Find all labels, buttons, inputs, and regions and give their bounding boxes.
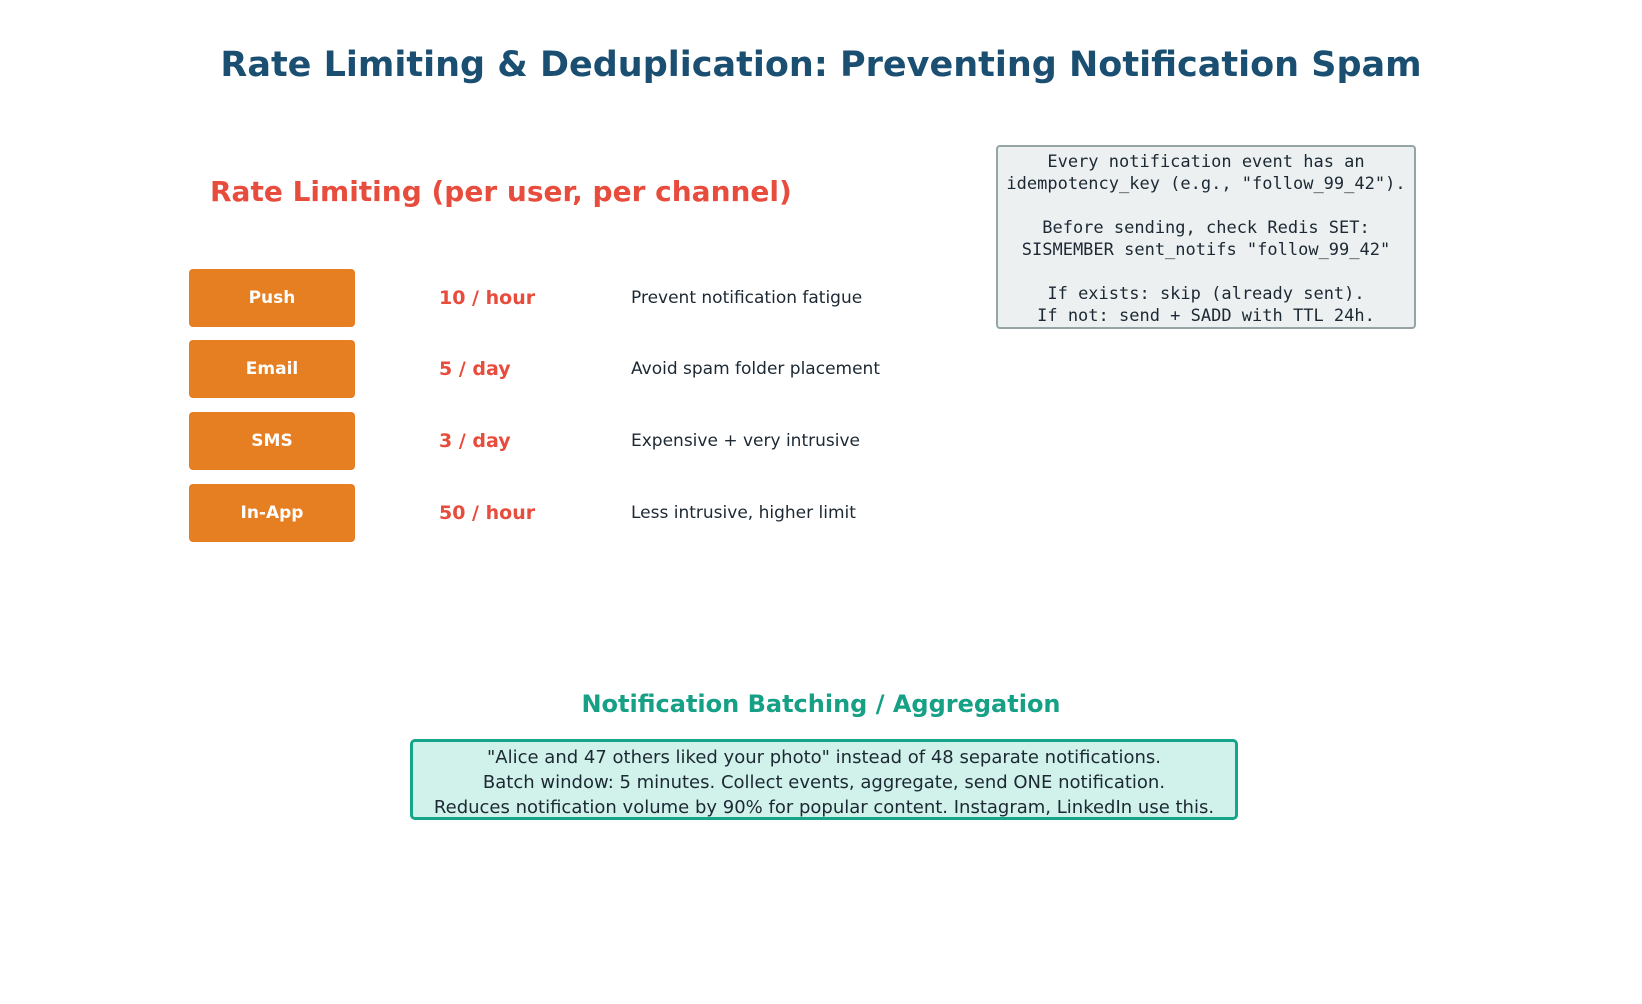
rate-limit-reason-sms: Expensive + very intrusive [631,431,860,451]
rate-limit-row-sms: SMS 3 / day Expensive + very intrusive [189,412,949,470]
channel-label-in-app: In-App [189,484,355,542]
batching-heading: Notification Batching / Aggregation [581,690,1061,718]
rate-limit-value-in-app: 50 / hour [439,502,536,524]
deduplication-note-box: Every notification event has an idempote… [996,145,1416,329]
batching-line-example: "Alice and 47 others liked your photo" i… [487,747,1161,768]
rate-limit-value-sms: 3 / day [439,430,511,452]
rate-limit-row-push: Push 10 / hour Prevent notification fati… [189,269,949,327]
batching-line-impact: Reduces notification volume by 90% for p… [433,797,1215,818]
rate-limit-row-email: Email 5 / day Avoid spam folder placemen… [189,340,949,398]
channel-label-email: Email [189,340,355,398]
rate-limit-reason-email: Avoid spam folder placement [631,359,880,379]
rate-limiting-heading: Rate Limiting (per user, per channel) [210,175,792,208]
channel-label-push: Push [189,269,355,327]
rate-limit-reason-in-app: Less intrusive, higher limit [631,503,856,523]
page-title: Rate Limiting & Deduplication: Preventin… [220,45,1422,85]
rate-limit-row-in-app: In-App 50 / hour Less intrusive, higher … [189,484,949,542]
channel-label-sms: SMS [189,412,355,470]
rate-limit-value-push: 10 / hour [439,287,536,309]
rate-limit-value-email: 5 / day [439,358,511,380]
batching-note-box: "Alice and 47 others liked your photo" i… [410,739,1238,820]
batching-line-window: Batch window: 5 minutes. Collect events,… [482,772,1166,793]
rate-limit-reason-push: Prevent notification fatigue [631,288,863,308]
